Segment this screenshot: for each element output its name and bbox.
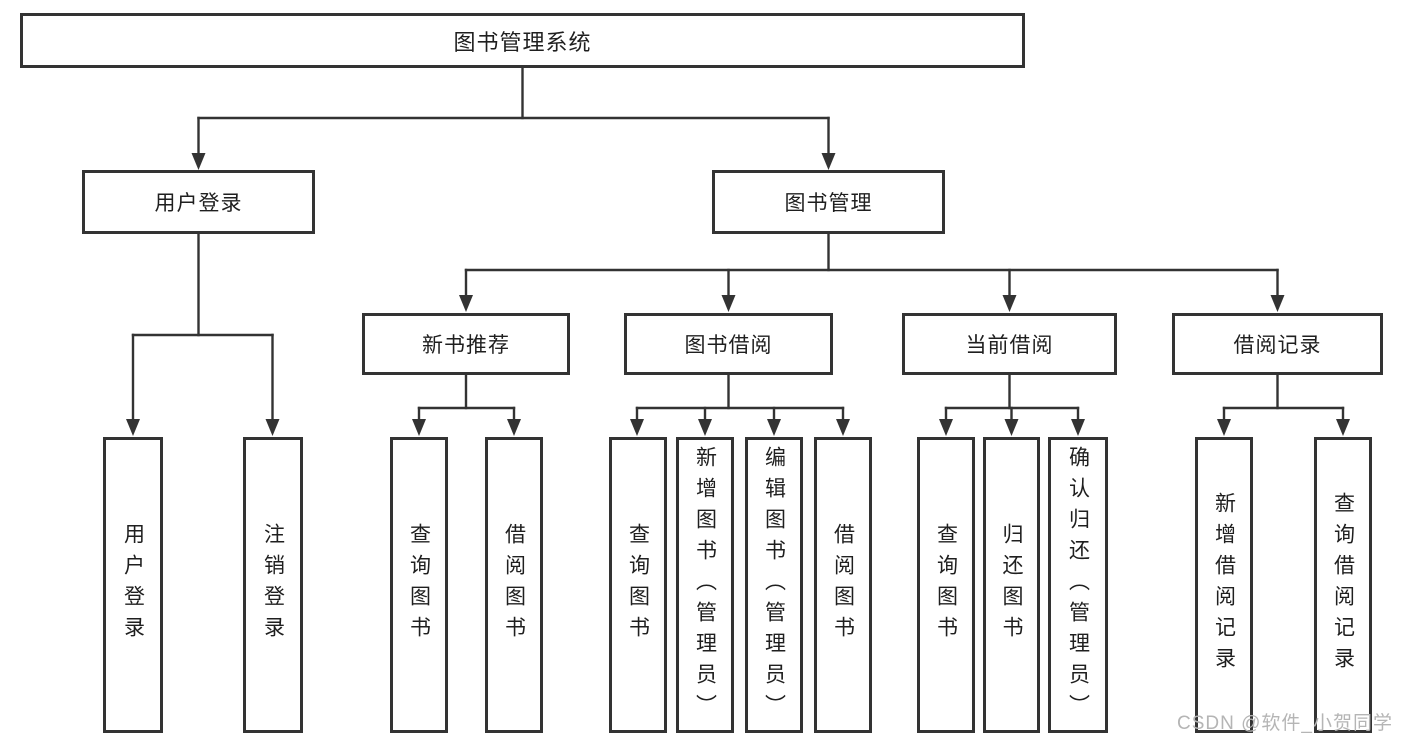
leaf-query-books-2: 查询图书 — [609, 437, 667, 733]
leaf-borrow-books-1-label: 借阅图书 — [502, 523, 526, 647]
node-user-login: 用户登录 — [82, 170, 315, 234]
leaf-borrow-books-2: 借阅图书 — [814, 437, 872, 733]
leaf-confirm-return-admin-label: 确认归还（管理员） — [1066, 445, 1090, 725]
book-management-connector — [459, 231, 1285, 312]
leaf-query-books-1-label: 查询图书 — [407, 523, 431, 647]
node-root-label: 图书管理系统 — [453, 29, 592, 55]
leaf-add-borrow-record-label: 新增借阅记录 — [1212, 492, 1236, 678]
leaf-borrow-books-1: 借阅图书 — [485, 437, 543, 733]
node-new-book-recommend-label: 新书推荐 — [422, 334, 510, 357]
leaf-add-books-admin-label: 新增图书（管理员） — [693, 445, 717, 725]
leaf-query-books-3-label: 查询图书 — [934, 523, 958, 647]
leaf-add-borrow-record: 新增借阅记录 — [1195, 437, 1253, 733]
csdn-watermark: CSDN @软件_小贺同学 — [1177, 713, 1393, 734]
leaf-add-books-admin: 新增图书（管理员） — [676, 437, 734, 733]
leaf-confirm-return-admin: 确认归还（管理员） — [1048, 437, 1108, 733]
node-borrow-records-label: 借阅记录 — [1233, 334, 1322, 357]
current-borrow-connector — [939, 373, 1085, 436]
leaf-logout-label: 注销登录 — [261, 523, 285, 647]
node-new-book-recommend: 新书推荐 — [362, 313, 570, 375]
node-book-management: 图书管理 — [712, 170, 945, 234]
leaf-edit-books-admin-label: 编辑图书（管理员） — [762, 445, 786, 725]
node-current-borrow: 当前借阅 — [902, 313, 1117, 375]
new-books-connector — [412, 373, 521, 436]
node-root-library-system: 图书管理系统 — [20, 13, 1025, 68]
leaf-logout: 注销登录 — [243, 437, 303, 733]
leaf-edit-books-admin: 编辑图书（管理员） — [745, 437, 803, 733]
root-connector — [191, 66, 836, 170]
borrow-records-connector — [1217, 373, 1350, 436]
node-borrow-records: 借阅记录 — [1172, 313, 1383, 375]
leaf-return-books-label: 归还图书 — [1000, 523, 1023, 647]
leaf-user-login: 用户登录 — [103, 437, 163, 733]
node-book-borrow: 图书借阅 — [624, 313, 833, 375]
leaf-return-books: 归还图书 — [983, 437, 1040, 733]
leaf-query-borrow-record: 查询借阅记录 — [1314, 437, 1372, 733]
leaf-query-books-2-label: 查询图书 — [626, 523, 650, 647]
book-borrow-connector — [630, 373, 850, 436]
node-book-borrow-label: 图书借阅 — [684, 334, 773, 357]
node-current-borrow-label: 当前借阅 — [965, 334, 1054, 357]
node-user-login-label: 用户登录 — [154, 192, 243, 215]
leaf-query-books-3: 查询图书 — [917, 437, 975, 733]
leaf-query-borrow-record-label: 查询借阅记录 — [1331, 492, 1355, 678]
leaf-user-login-label: 用户登录 — [121, 523, 145, 647]
leaf-query-books-1: 查询图书 — [390, 437, 448, 733]
node-book-management-label: 图书管理 — [784, 192, 873, 215]
user-login-connector — [126, 232, 280, 436]
leaf-borrow-books-2-label: 借阅图书 — [831, 523, 855, 647]
